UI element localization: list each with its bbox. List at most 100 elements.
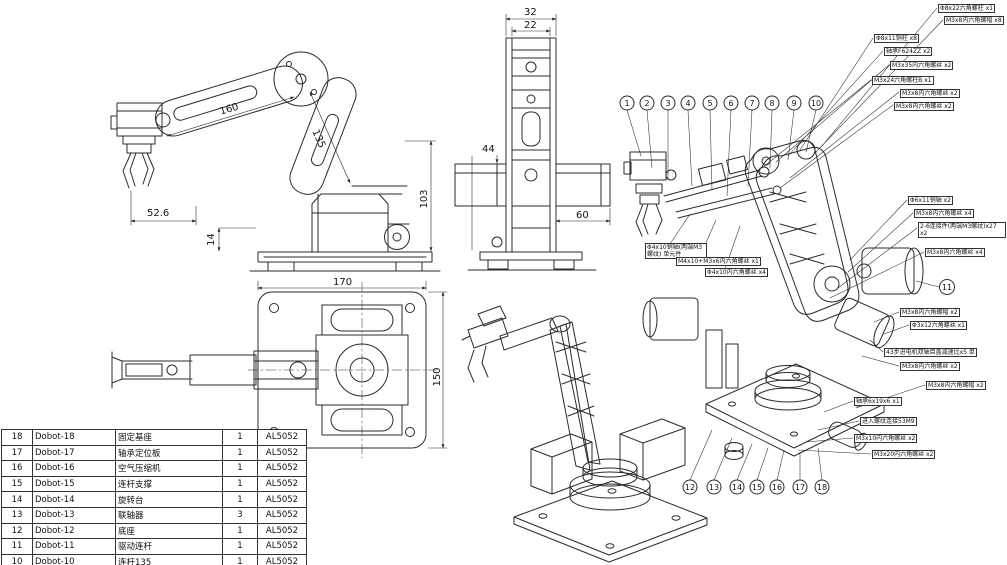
dim-top-depth: 150 (432, 367, 443, 386)
balloon-8: 8 (764, 95, 780, 111)
balloon-16: 16 (769, 479, 785, 495)
bom-part-name: 连杆135 (115, 553, 223, 565)
balloon-17: 17 (792, 479, 808, 495)
top-dimensions: 170 150 (257, 277, 448, 449)
bom-qty: 1 (222, 522, 258, 540)
bom-row: 16 Dobot-16 空气压缩机 1 AL5052 (1, 460, 307, 477)
callout-label: M3x20内六角螺丝 x2 (872, 450, 936, 459)
bom-material: AL5052 (257, 475, 307, 493)
callout-label: M3x8内六角螺丝 x4 (914, 209, 974, 218)
bom-no: 15 (1, 475, 33, 493)
balloon-15: 15 (749, 479, 765, 495)
callout-label: M3x8内六角螺帽 x2 (900, 308, 960, 317)
bom-part-name: 轴承定位板 (115, 444, 223, 462)
callout-label: M3x24六角螺柱B x1 (872, 76, 934, 85)
callout-label: Φ6x11销轴 x2 (908, 196, 954, 205)
bom-row: 12 Dobot-12 底座 1 AL5052 (1, 522, 307, 540)
dim-front-outer: 32 (524, 7, 537, 18)
balloon-2: 2 (639, 95, 655, 111)
dim-body-height: 103 (419, 189, 430, 208)
svg-text:14: 14 (732, 483, 742, 492)
bom-part-name: 联轴器 (115, 506, 223, 524)
bom-part-name: 空气压缩机 (115, 460, 223, 477)
bom-qty: 1 (222, 491, 258, 508)
bom-row: 15 Dobot-15 连杆支撑 1 AL5052 (1, 475, 307, 493)
bom-part-name: 旋转台 (115, 491, 223, 508)
svg-text:16: 16 (772, 483, 782, 492)
bom-material: AL5052 (257, 460, 307, 477)
bom-qty: 1 (222, 475, 258, 493)
balloon-14: 14 (729, 479, 745, 495)
balloon-5: 5 (702, 95, 718, 111)
svg-text:18: 18 (817, 483, 827, 492)
balloon-7: 7 (744, 95, 760, 111)
bom-row: 10 Dobot-10 连杆135 1 AL5052 (1, 553, 307, 565)
svg-text:9: 9 (791, 99, 796, 108)
svg-text:10: 10 (811, 99, 821, 108)
balloon-9: 9 (786, 95, 802, 111)
callout-label: M3x8内六角螺丝 x2 (900, 362, 960, 371)
bom-no: 18 (1, 429, 33, 446)
dim-top-width: 170 (333, 277, 352, 288)
callout-label: M3x10内六角螺丝 x2 (854, 434, 918, 443)
dim-front-column: 44 (482, 144, 495, 155)
callout-label: 43步进电机双轴目盖减速比x5 单 (884, 348, 977, 357)
callout-label: Φ8x22六角螺柱 x1 (938, 4, 996, 13)
callout-leaders (667, 7, 944, 455)
bom-code: Dobot-10 (32, 553, 116, 565)
bom-code: Dobot-18 (32, 429, 116, 446)
bom-part-name: 底座 (115, 522, 223, 540)
top-view (111, 281, 437, 459)
bom-qty: 1 (222, 553, 258, 565)
bom-row: 17 Dobot-17 轴承定位板 1 AL5052 (1, 444, 307, 462)
bom-qty: 1 (222, 444, 258, 462)
bom-no: 10 (1, 553, 33, 565)
svg-text:4: 4 (685, 99, 690, 108)
bom-code: Dobot-12 (32, 522, 116, 540)
callout-label: Φ3x12六角螺丝 x1 (910, 321, 968, 330)
dim-upper-arm: 160 (219, 102, 240, 118)
svg-text:7: 7 (749, 99, 754, 108)
svg-text:1: 1 (624, 99, 629, 108)
callout-label: M3x8内六角螺帽 x8 (944, 16, 1004, 25)
balloon-6: 6 (723, 95, 739, 111)
callout-label: M3x8内六角螺丝 x4 (925, 248, 985, 257)
balloons: 1 2 3 4 5 6 7 8 9 10 11 12 13 14 15 16 1… (619, 95, 955, 495)
bom-material: AL5052 (257, 553, 307, 565)
bom-code: Dobot-11 (32, 538, 116, 555)
svg-text:17: 17 (795, 483, 805, 492)
bom-material: AL5052 (257, 429, 307, 446)
svg-text:2: 2 (644, 99, 649, 108)
bom-table: 18 Dobot-18 固定基座 1 AL5052 17 Dobot-17 轴承… (1, 429, 307, 565)
svg-text:5: 5 (707, 99, 712, 108)
front-dimensions: 32 22 44 60 (471, 7, 611, 251)
svg-text:8: 8 (769, 99, 774, 108)
bom-row: 18 Dobot-18 固定基座 1 AL5052 (1, 429, 307, 446)
bom-qty: 1 (222, 538, 258, 555)
callout-label: Φ8x11铜柱 x8 (874, 34, 920, 43)
bom-material: AL5052 (257, 522, 307, 540)
dim-front-inner: 22 (524, 20, 537, 31)
callout-label: 2-6连接件(两端M3螺纹)x27 x2 (918, 222, 1006, 238)
callout-label: M3x8内六角螺帽 x2 (926, 381, 986, 390)
balloon-3: 3 (660, 95, 676, 111)
callout-label: 轴承6x19x6 x1 (854, 397, 902, 406)
bom-qty: 3 (222, 506, 258, 524)
bom-code: Dobot-17 (32, 444, 116, 462)
svg-text:11: 11 (942, 283, 952, 292)
bom-qty: 1 (222, 460, 258, 477)
balloon-12: 12 (682, 479, 698, 495)
svg-text:6: 6 (728, 99, 733, 108)
callout-label: M4x10+M3x6内六角螺丝 x1 (676, 257, 761, 266)
bom-qty: 1 (222, 429, 258, 446)
stepper-motor-lower (834, 297, 895, 349)
bom-no: 12 (1, 522, 33, 540)
balloon-1: 1 (619, 95, 635, 111)
bom-no: 13 (1, 506, 33, 524)
svg-text:3: 3 (665, 99, 670, 108)
dim-lower-arm: 135 (309, 128, 327, 150)
dim-gripper-width: 52.6 (147, 208, 169, 219)
bom-part-name: 固定基座 (115, 429, 223, 446)
bom-code: Dobot-15 (32, 475, 116, 493)
